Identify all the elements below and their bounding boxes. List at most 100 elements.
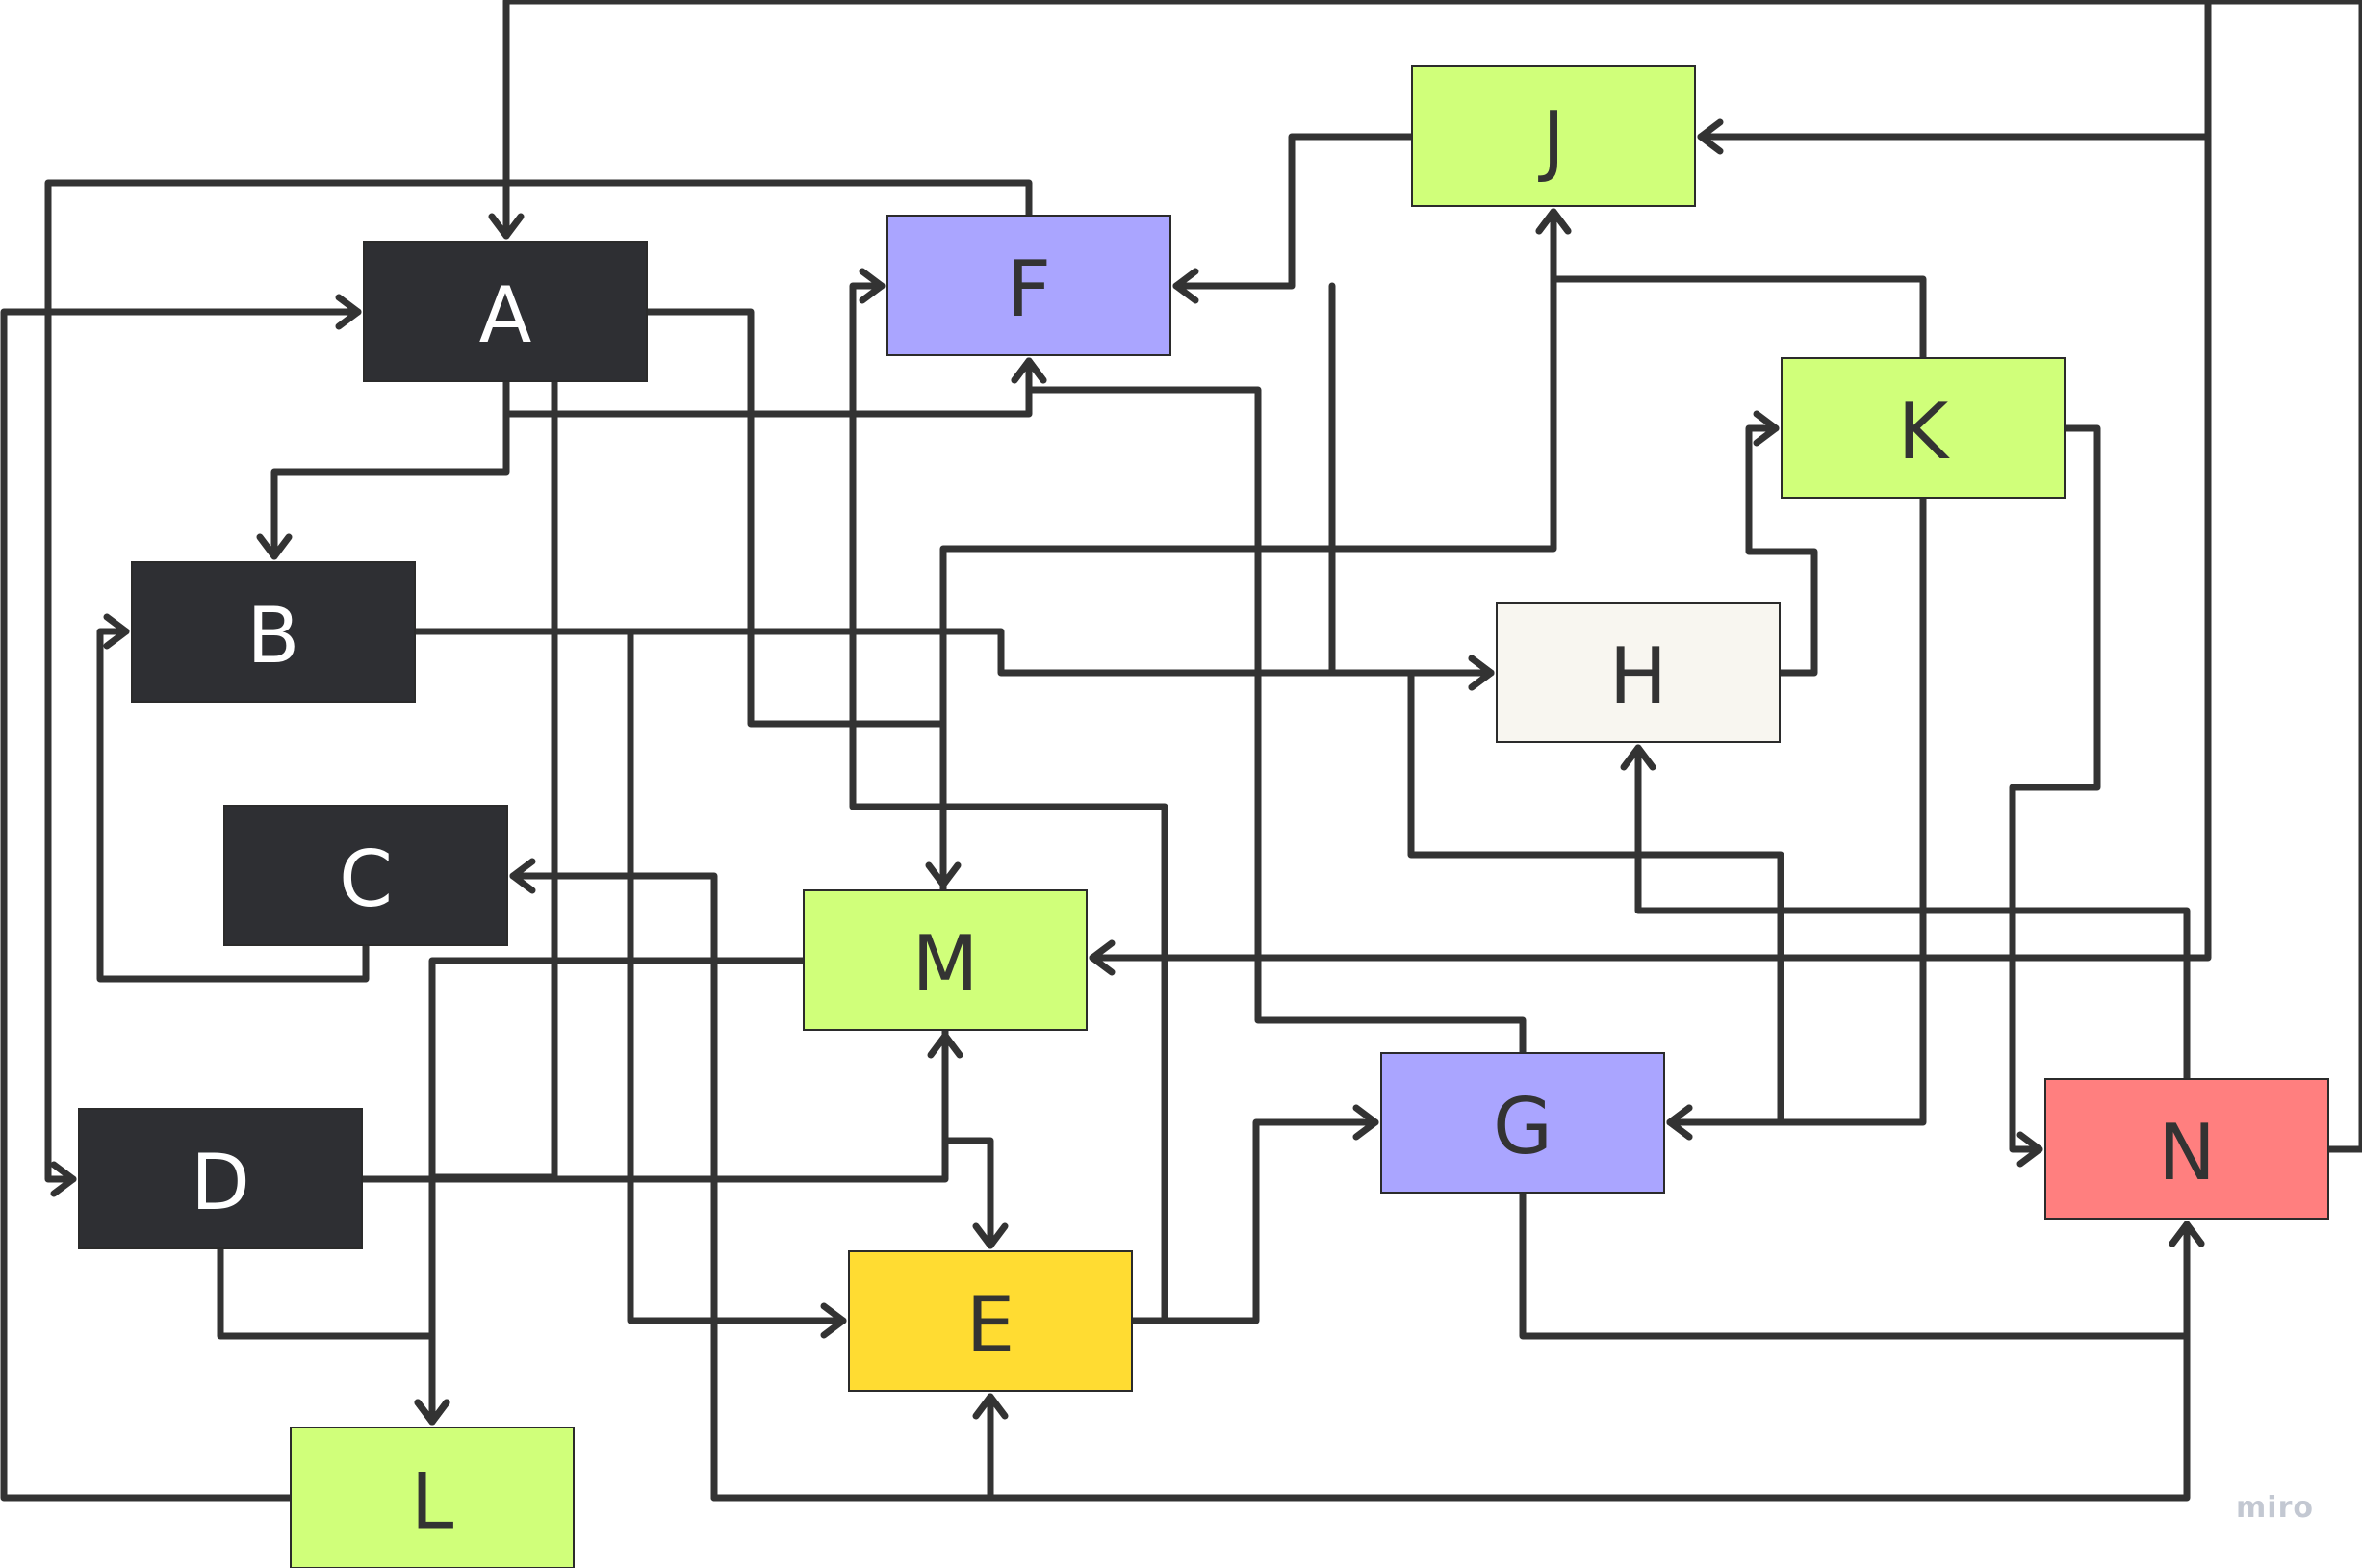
edge-n-to-m[interactable] [1089,133,2212,976]
edge-k-to-j[interactable] [1535,208,1927,362]
node-box [1411,65,1696,207]
arrowhead-icon [335,294,362,330]
edge-line [358,1032,949,1183]
edge-j-to-f[interactable] [1172,133,1416,304]
node-label: J [1537,95,1565,185]
node-n[interactable]: N [2044,1078,2329,1220]
edge-k-to-g[interactable] [1666,494,1927,1141]
node-label: B [247,591,300,681]
edge-line [710,1221,2191,1502]
node-g[interactable]: G [1380,1052,1665,1194]
node-l[interactable]: L [290,1427,575,1568]
node-label: D [191,1138,250,1227]
node-b[interactable]: B [131,561,416,703]
edge-j-to-h[interactable] [1328,282,1495,691]
edge-line [1128,1118,1379,1324]
node-f[interactable]: F [886,215,1171,356]
edge-n-to-j[interactable] [1697,0,2362,1153]
edge-line [1025,357,1527,1057]
node-j[interactable]: J [1411,65,1696,207]
arrowhead-icon [1172,268,1199,304]
edge-line [96,628,370,983]
edge-f-to-d[interactable] [44,179,1033,1197]
edge-line [411,628,1495,677]
node-label: M [911,919,978,1009]
arrowhead-icon [820,1302,847,1339]
arrowhead-icon [488,213,525,240]
edge-line [1328,282,1495,677]
edge-line [939,208,1557,894]
node-label: N [2158,1108,2216,1197]
edge-e-to-f[interactable] [849,268,1168,1324]
edge-line [0,308,362,1502]
edge-line [428,957,808,1426]
node-label: H [1609,631,1667,721]
node-label: A [479,270,532,360]
edge-line [1745,424,1818,677]
edge-l-to-e[interactable] [972,1393,1009,1502]
edge-l-to-a[interactable] [0,294,362,1502]
edge-line [502,0,2362,240]
edge-l-to-n[interactable] [710,1221,2205,1502]
node-m[interactable]: M [803,889,1088,1031]
edge-line [509,872,718,1502]
node-label: C [339,835,393,924]
arrowhead-icon [972,1222,1009,1249]
node-label: L [411,1457,454,1547]
edge-a-to-m[interactable] [643,308,962,888]
arrowhead-icon [972,1393,1009,1420]
node-box [1496,602,1781,743]
arrowhead-icon [1666,1104,1693,1141]
node-a[interactable]: A [363,241,648,382]
edge-line [1089,133,2212,962]
arrowhead-icon [50,1161,77,1197]
node-k[interactable]: K [1781,357,2066,499]
arrowhead-icon [1620,744,1656,771]
edge-line [1550,208,1927,362]
edge-m-to-e[interactable] [941,1026,1009,1249]
edge-l-to-c[interactable] [509,858,718,1502]
edge-line [411,628,847,1324]
edge-m-to-j[interactable] [939,208,1572,894]
arrowhead-icon [1352,1104,1379,1141]
edge-line [1697,0,2362,1153]
edge-line [44,179,1033,1183]
node-box [886,215,1171,356]
edge-h-to-k[interactable] [1745,410,1818,677]
node-box [78,1108,363,1249]
node-label: K [1898,387,1951,476]
edge-n-to-a[interactable] [488,0,2362,240]
arrowhead-icon [1535,208,1572,235]
edge-d-to-l[interactable] [217,1245,450,1426]
arrowhead-icon [2169,1221,2205,1247]
edge-line [849,282,1168,1324]
edge-c-to-b[interactable] [96,613,370,983]
node-box [2044,1078,2329,1220]
edge-m-to-l[interactable] [414,957,808,1426]
node-h[interactable]: H [1496,602,1781,743]
node-box [363,241,648,382]
edge-k-to-n[interactable] [2009,424,2101,1168]
node-e[interactable]: E [848,1250,1133,1392]
arrowhead-icon [1753,410,1780,447]
edge-n-to-h[interactable] [1620,744,2191,1083]
arrowhead-icon [2016,1131,2043,1168]
arrowhead-icon [256,533,293,560]
node-box [290,1427,575,1568]
node-c[interactable]: C [223,805,508,946]
node-label: G [1493,1082,1553,1171]
arrowhead-icon [1697,118,1724,155]
node-box [223,805,508,946]
edge-b-to-e[interactable] [411,628,847,1339]
edge-line [1634,744,2191,1083]
arrowhead-icon [509,858,536,894]
arrowhead-icon [1468,655,1495,691]
edge-a-to-b[interactable] [256,377,510,560]
node-d[interactable]: D [78,1108,363,1249]
nodes-layer: A B C D E F G H J K L M N [78,65,2329,1568]
edge-g-to-f[interactable] [1011,357,1527,1057]
edge-d-to-m[interactable] [358,1032,963,1183]
edge-e-to-g[interactable] [1128,1104,1379,1324]
